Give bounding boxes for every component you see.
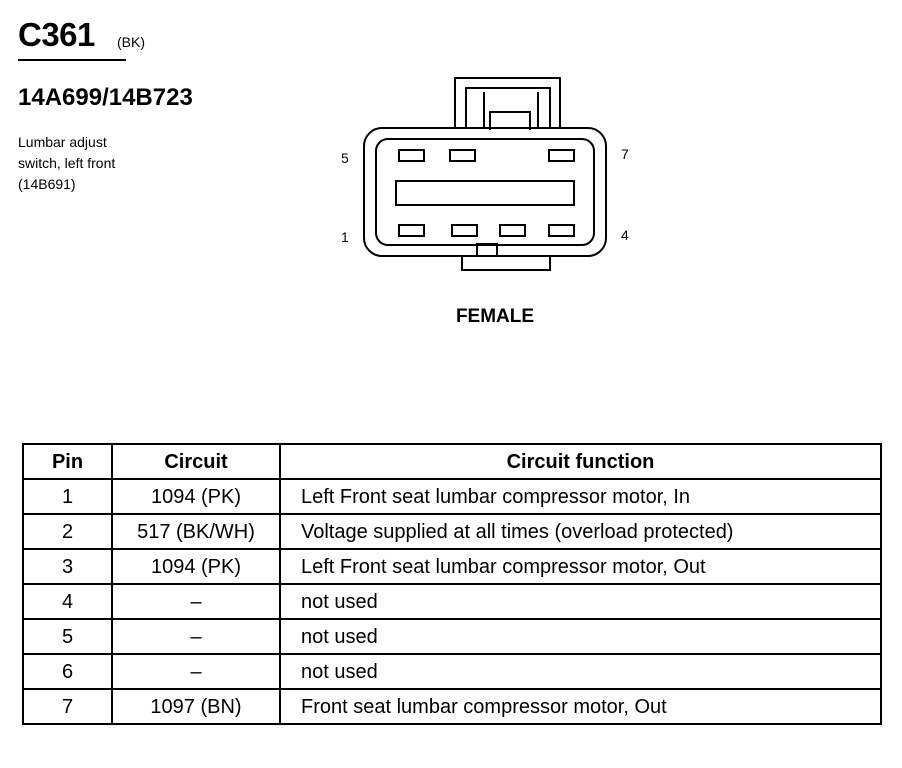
circuit-function-cell: Left Front seat lumbar compressor motor,… — [279, 478, 882, 515]
connector-face-diagram — [363, 77, 607, 271]
pin-label-bottom-right: 4 — [621, 227, 629, 243]
table-row: 1 1094 (PK) Left Front seat lumbar compr… — [22, 478, 882, 515]
connector-center-rib — [395, 180, 575, 206]
circuit-function-cell: not used — [279, 583, 882, 620]
connector-latch-inner — [465, 87, 551, 128]
column-header-circuit: Circuit — [111, 443, 281, 480]
connector-bottom-lip — [461, 256, 551, 271]
description-line: Lumbar adjust — [18, 134, 107, 150]
table-row: 2 517 (BK/WH) Voltage supplied at all ti… — [22, 513, 882, 550]
table-row: 3 1094 (PK) Left Front seat lumbar compr… — [22, 548, 882, 585]
circuit-cell: 1094 (PK) — [111, 548, 281, 585]
pin-label-top-left: 5 — [341, 150, 349, 166]
pin-cavity-6 — [449, 149, 476, 162]
pin-cavity-3 — [499, 224, 526, 237]
connector-gender-label: FEMALE — [455, 306, 535, 327]
connector-id: C361 — [18, 16, 95, 53]
circuit-function-cell: not used — [279, 653, 882, 690]
connector-latch — [454, 77, 561, 128]
pin-cavity-1 — [398, 224, 425, 237]
connector-latch-tab — [489, 111, 531, 130]
circuit-function-cell: Voltage supplied at all times (overload … — [279, 513, 882, 550]
circuit-function-cell: Front seat lumbar compressor motor, Out — [279, 688, 882, 725]
table-row: 6 – not used — [22, 653, 882, 690]
circuit-cell: 517 (BK/WH) — [111, 513, 281, 550]
pin-cell: 6 — [22, 653, 113, 690]
connector-latch-rib — [483, 92, 539, 128]
table-row: 4 – not used — [22, 583, 882, 620]
circuit-cell: 1097 (BN) — [111, 688, 281, 725]
connector-id-underline — [18, 59, 126, 61]
pin-cavity-5 — [398, 149, 425, 162]
pin-cell: 3 — [22, 548, 113, 585]
pin-label-bottom-left: 1 — [341, 229, 349, 245]
circuit-cell: – — [111, 618, 281, 655]
circuit-function-cell: Left Front seat lumbar compressor motor,… — [279, 548, 882, 585]
circuit-cell: – — [111, 583, 281, 620]
pin-label-top-right: 7 — [621, 146, 629, 162]
pinout-table: Pin Circuit Circuit function 1 1094 (PK)… — [22, 443, 882, 725]
circuit-cell: – — [111, 653, 281, 690]
description-line: (14B691) — [18, 176, 76, 192]
part-number: 14A699/14B723 — [18, 84, 193, 111]
connector-color: (BK) — [117, 34, 145, 50]
table-header-row: Pin Circuit Circuit function — [22, 443, 882, 480]
table-row: 7 1097 (BN) Front seat lumbar compressor… — [22, 688, 882, 725]
pin-cell: 7 — [22, 688, 113, 725]
connector-body-inner — [375, 138, 595, 246]
circuit-cell: 1094 (PK) — [111, 478, 281, 515]
column-header-pin: Pin — [22, 443, 113, 480]
circuit-function-cell: not used — [279, 618, 882, 655]
pin-cell: 5 — [22, 618, 113, 655]
pin-cavity-4 — [548, 224, 575, 237]
column-header-circuit-function: Circuit function — [279, 443, 882, 480]
pin-cell: 1 — [22, 478, 113, 515]
component-description: Lumbar adjust switch, left front (14B691… — [18, 132, 115, 195]
table-row: 5 – not used — [22, 618, 882, 655]
pin-cell: 2 — [22, 513, 113, 550]
pin-cell: 4 — [22, 583, 113, 620]
description-line: switch, left front — [18, 155, 116, 171]
pin-cavity-7 — [548, 149, 575, 162]
pin-cavity-2 — [451, 224, 478, 237]
connector-key — [476, 243, 498, 257]
